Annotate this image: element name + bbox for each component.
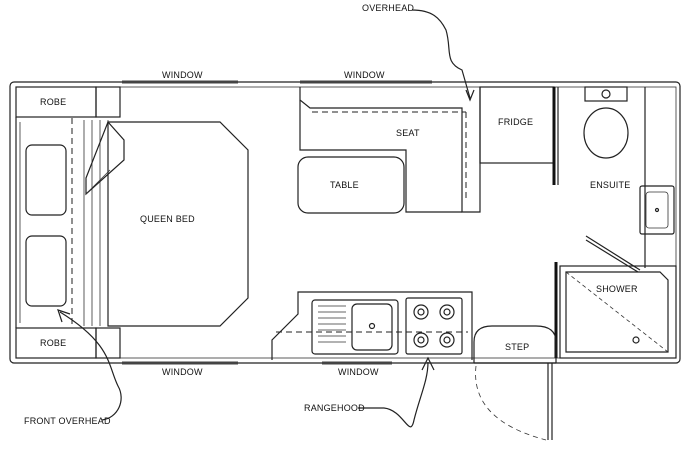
shower — [554, 235, 677, 359]
label-table: TABLE — [330, 180, 359, 190]
label-window-bottom-mid: WINDOW — [338, 367, 379, 377]
rangehood-leader — [358, 361, 429, 428]
overhead-leader — [411, 9, 471, 99]
label-window-top-right: WINDOW — [344, 70, 385, 80]
label-rangehood: RANGEHOOD — [304, 403, 365, 413]
leaders — [57, 9, 475, 428]
toilet-cistern — [584, 86, 628, 102]
fridge — [479, 86, 556, 185]
label-robe-bottom: ROBE — [40, 338, 66, 348]
drainer — [318, 305, 346, 343]
label-window-top-left: WINDOW — [162, 70, 203, 80]
door-swing — [475, 365, 547, 441]
entry — [473, 325, 557, 441]
step — [473, 325, 557, 363]
shower-door — [585, 235, 641, 271]
ensuite-basin — [639, 185, 675, 235]
label-fridge: FRIDGE — [498, 117, 533, 127]
label-step: STEP — [505, 342, 529, 352]
label-window-bottom-left: WINDOW — [162, 367, 203, 377]
front-robes — [15, 86, 121, 359]
front-cabinets — [15, 117, 109, 328]
table — [297, 156, 405, 214]
toilet-bowl — [583, 107, 629, 159]
dinette — [297, 87, 481, 214]
label-overhead: OVERHEAD — [362, 3, 414, 13]
ensuite — [557, 86, 675, 268]
sink — [311, 299, 399, 355]
label-ensuite: ENSUITE — [590, 180, 630, 190]
label-seat: SEAT — [396, 128, 420, 138]
shower-drain — [632, 336, 640, 344]
front-overhead-leader — [59, 311, 122, 421]
cooktop — [405, 297, 463, 355]
front-cabinet-bottom — [25, 235, 67, 307]
windows — [122, 80, 432, 365]
label-queen-bed: QUEEN BED — [140, 214, 195, 224]
queen-bed — [85, 120, 249, 327]
kitchen — [271, 291, 473, 360]
cooktop-burners — [413, 304, 455, 348]
front-cabinet-top — [25, 144, 67, 216]
labels: OVERHEAD WINDOW WINDOW WINDOW WINDOW ROB… — [24, 3, 638, 426]
label-robe-top: ROBE — [40, 97, 66, 107]
label-shower: SHOWER — [596, 284, 638, 294]
label-front-overhead: FRONT OVERHEAD — [24, 416, 111, 426]
